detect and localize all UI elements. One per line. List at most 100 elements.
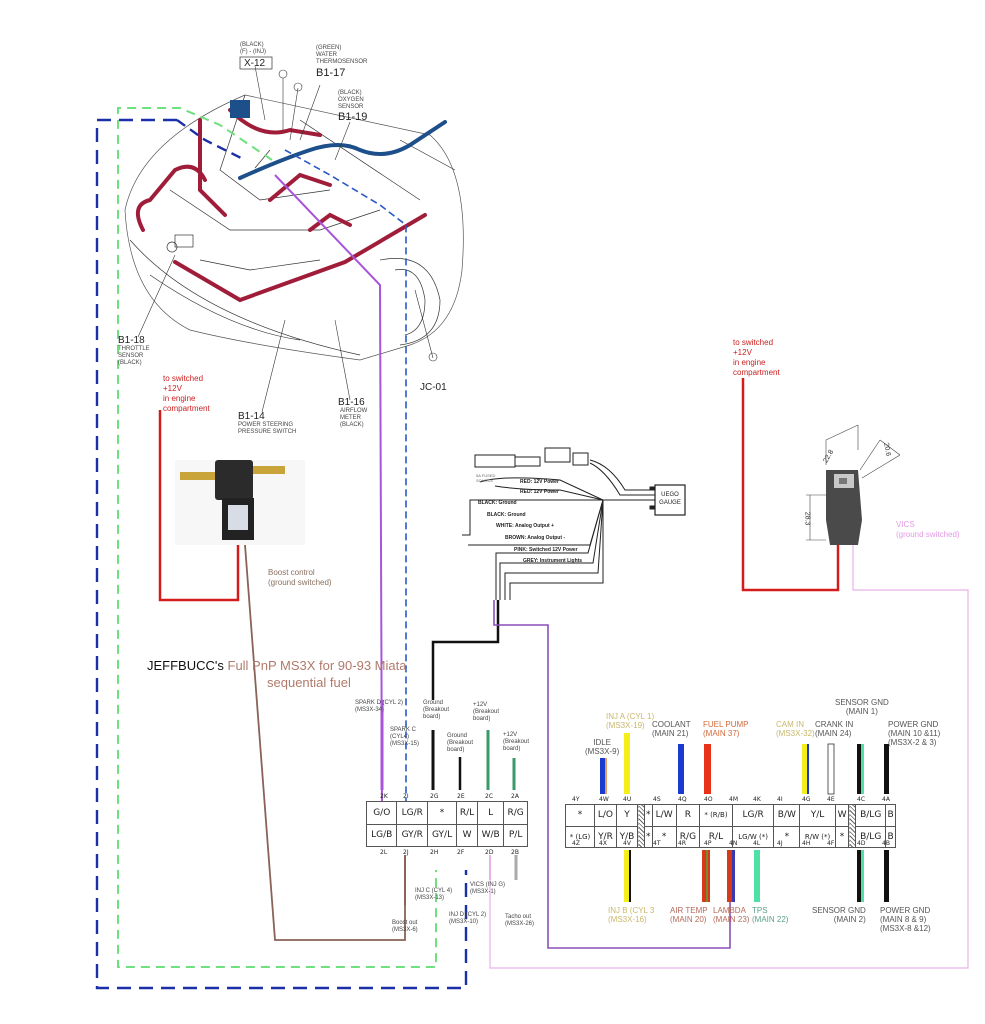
label-vics-inj-g: VICS (INJ G) (MS3X-1) xyxy=(470,882,506,895)
stub-4v-inj-b xyxy=(624,850,629,902)
stub-4i-cam-stripe xyxy=(807,744,809,794)
label-cam-in: CAM IN (MS3X-32) xyxy=(776,720,815,738)
pin-4k: 4K xyxy=(753,796,761,803)
conn4-cell-4m: * (R/B) xyxy=(699,804,733,827)
connector-2: G/O LG/R * R/L L R/G LG/B GY/R GY/L W W/… xyxy=(365,801,528,847)
label-spark-d: SPARK D (CYL 2) (MS3X-34) xyxy=(355,700,404,713)
stub-4b-power-gnd xyxy=(884,850,889,902)
b116-label: B1-16 xyxy=(338,397,365,408)
leader-lines xyxy=(137,65,434,413)
pin-4b: 4B xyxy=(882,840,890,847)
uego-fused-source: 5A FUSED SOURCE xyxy=(476,473,496,483)
stub-4c-sensor-gnd xyxy=(857,744,861,794)
wire-red-vics-power xyxy=(741,378,840,592)
title-author: JEFFBUCC's xyxy=(147,658,224,673)
label-idle: IDLE (MS3X-9) xyxy=(585,738,620,756)
b114-caption: POWER STEERING PRESSURE SWITCH xyxy=(238,422,297,435)
diagram-subtitle: sequential fuel xyxy=(267,675,351,691)
label-sensor-gnd-top: SENSOR GND (MAIN 1) xyxy=(835,698,889,716)
conn4-cell-4j: * xyxy=(773,825,801,848)
pin-4u: 4U xyxy=(623,796,632,803)
label-power-gnd-bottom: POWER GND (MAIN 8 & 9) (MS3X-8 &12) xyxy=(880,906,931,933)
wire-purple-lambda xyxy=(493,600,731,949)
pin-2d: 2D xyxy=(485,849,494,856)
stub-4w-idle-stripe xyxy=(605,758,607,794)
uego-wire-grey: GREY: Instrument Lights xyxy=(523,558,583,564)
pin-4p: 4P xyxy=(704,840,712,847)
conn4-cell-4b: B xyxy=(885,825,896,848)
stub-4o-fuel-pump xyxy=(704,744,711,794)
stub-4d-sensor-gnd-stripe xyxy=(861,850,864,902)
b116-caption: AIRFLOW METER (BLACK) xyxy=(340,408,368,428)
conn4-cell-4g: Y/L xyxy=(799,804,836,827)
pin-4m: 4M xyxy=(729,796,738,803)
switched-12v-note-right: to switched +12V in engine compartment xyxy=(733,338,780,377)
wire-blue-dashed-spark-c xyxy=(284,149,407,808)
label-spark-c: SPARK C (CYL4) (MS3X-15) xyxy=(390,727,420,747)
label-tps: TPS (MAIN 22) xyxy=(752,906,789,924)
b118-caption: THROTTLE SENSOR (BLACK) xyxy=(118,346,150,366)
connector-4: * L/O Y * L/W R * (R/B) LG/R B/W Y/L W B… xyxy=(564,804,896,848)
pin-4h: 4H xyxy=(802,840,811,847)
conn4-cell-4z: * (LG) xyxy=(564,825,596,848)
conn2-cell-2i: LG/R xyxy=(396,801,429,825)
label-sensor-gnd-bottom: SENSOR GND (MAIN 2) xyxy=(812,906,866,924)
pin-4e: 4E xyxy=(827,796,835,803)
conn4-cell-4f: * xyxy=(834,825,850,848)
wire-red-boost-power xyxy=(158,410,240,602)
uego-wire-red-2: RED: 12V Power xyxy=(520,489,559,495)
label-fuel-pump: FUEL PUMP (MAIN 37) xyxy=(703,720,749,738)
stub-4v-inj-b-stripe xyxy=(629,850,631,902)
pin-4c: 4C xyxy=(857,796,866,803)
conn4-cell-4k: LG/R xyxy=(731,804,775,827)
label-boost-out: Boost out (MS3X-6) xyxy=(392,920,418,933)
callout-circle-2 xyxy=(278,69,288,79)
pin-4z: 4Z xyxy=(572,840,580,847)
stub-4w-idle xyxy=(600,758,605,794)
title-line2: sequential fuel xyxy=(267,675,351,690)
callout-circle-3 xyxy=(293,82,303,92)
pin-2h: 2H xyxy=(430,849,439,856)
stub-4q-coolant xyxy=(678,744,684,794)
wire-green-dashed-inj-c xyxy=(117,107,437,968)
label-coolant: COOLANT (MAIN 21) xyxy=(652,720,691,738)
pin-4l: 4L xyxy=(753,840,761,847)
switched-12v-note-left: to switched +12V in engine compartment xyxy=(163,374,210,413)
pin-4v: 4V xyxy=(623,840,631,847)
label-power-gnd-top: POWER GND (MAIN 10 &11) (MS3X-2 & 3) xyxy=(888,720,941,747)
label-inj-c: INJ C (CYL 4) (MS3X-13) xyxy=(415,888,453,901)
conn4-key-hatch-1 xyxy=(637,804,646,848)
callout-circle-1 xyxy=(428,352,438,362)
b119-label: B1-19 xyxy=(338,111,368,123)
boost-solenoid-image xyxy=(175,460,305,545)
stub-4n-lambda xyxy=(727,850,732,902)
title-line1: Full PnP MS3X for 90-93 Miata xyxy=(227,658,407,673)
stub-4d-sensor-gnd xyxy=(857,850,861,902)
pin-4q: 4Q xyxy=(678,796,687,803)
pin-4n: 4N xyxy=(729,840,738,847)
conn2-cell-2l: LG/B xyxy=(365,823,398,847)
label-ground-2: Ground (Breakout board) xyxy=(447,733,474,753)
pin-4w: 4W xyxy=(599,796,609,803)
conn4-cell-4e: W xyxy=(834,804,850,827)
conn2-cell-2f: W xyxy=(456,823,479,847)
conn4-cell-4s: * xyxy=(644,804,653,827)
x12-box xyxy=(239,56,273,70)
conn2-cell-2g: * xyxy=(427,801,458,825)
conn4-cell-4v: Y/B xyxy=(615,825,639,848)
pin-2b: 2B xyxy=(511,849,519,856)
pin-4t: 4T xyxy=(653,840,661,847)
stub-4u-inj-a xyxy=(624,733,630,794)
label-inj-b: INJ B (CYL 3 (MS3X-16) xyxy=(608,906,655,924)
pin-2i: 2I xyxy=(403,793,409,800)
vics-dim-3: 28.3 xyxy=(803,511,811,526)
wire-blue-dashed-inj-d xyxy=(95,118,468,990)
conn4-cell-4y: * xyxy=(564,804,596,827)
conn2-cell-2a: R/G xyxy=(503,801,528,825)
stub-4c-sensor-gnd-stripe xyxy=(861,744,864,794)
b117-label: B1-17 xyxy=(316,67,346,79)
label-tacho-out: Tacho out (MS3X-26) xyxy=(505,914,535,927)
b118-label: B1-18 xyxy=(118,335,145,346)
pin-4s: 4S xyxy=(653,796,661,803)
